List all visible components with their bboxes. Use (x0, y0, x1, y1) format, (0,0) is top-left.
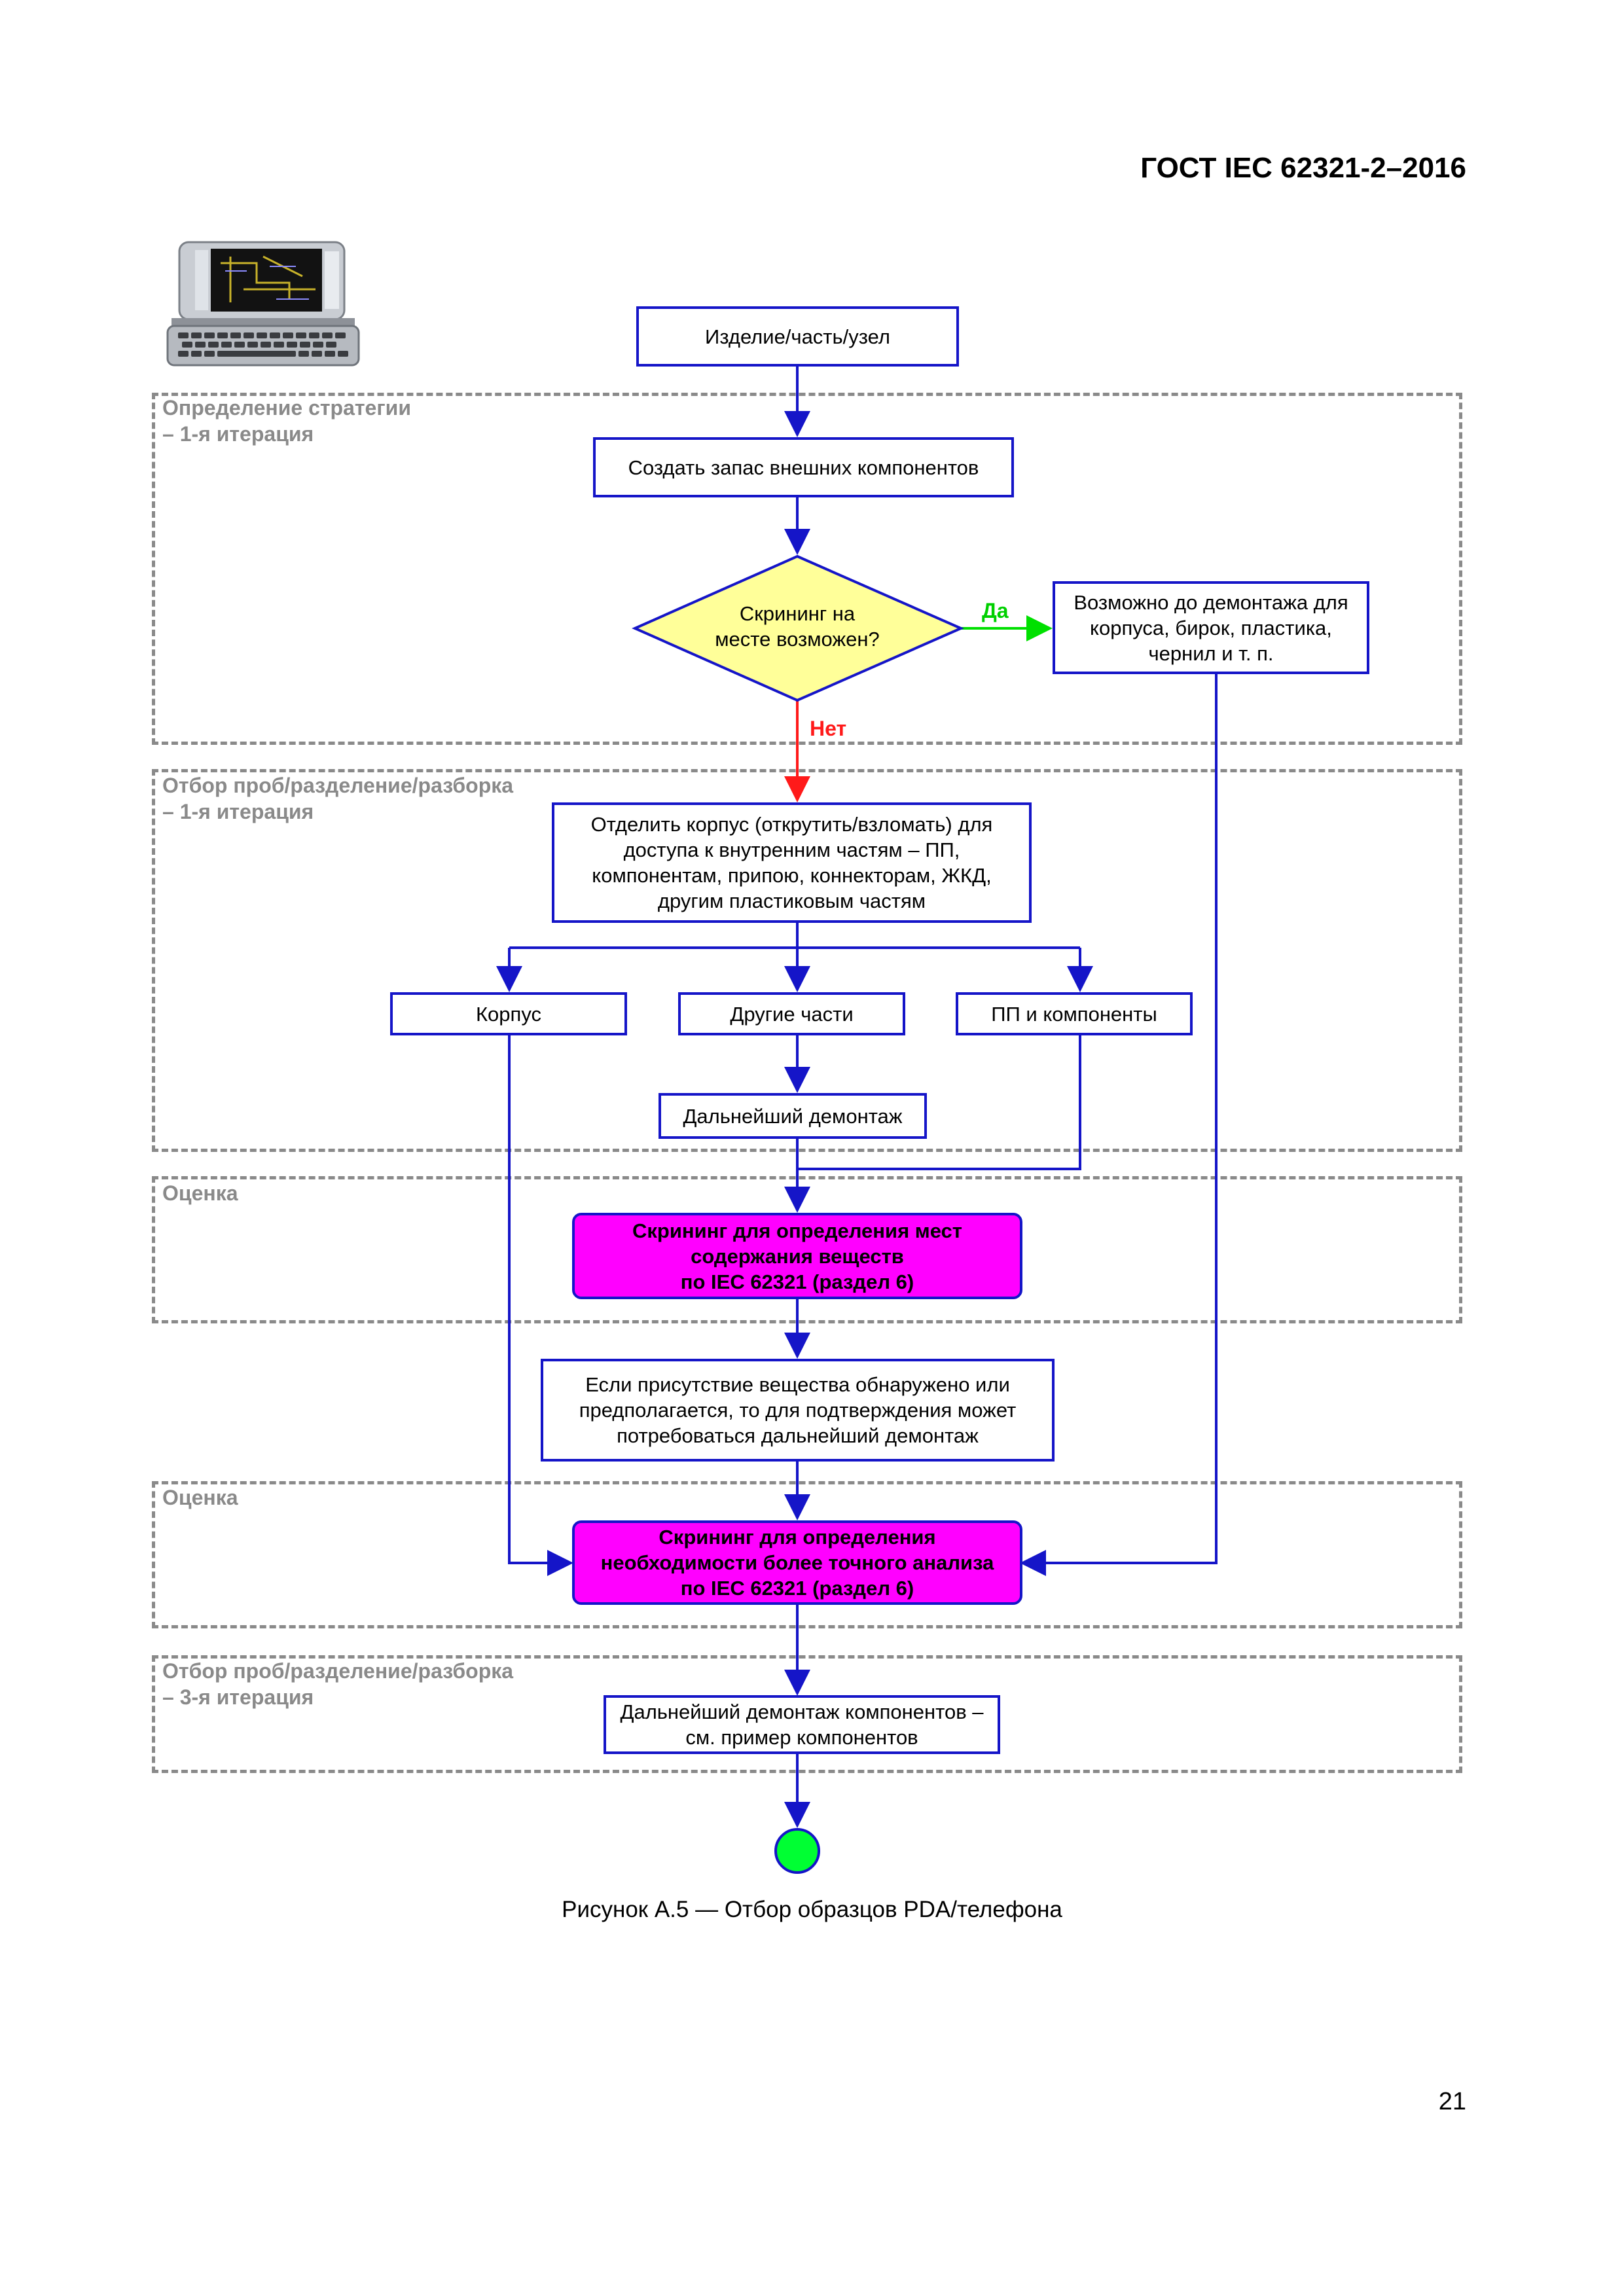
line-pcb-merge (797, 1035, 1081, 1170)
node-substance-presence: Если присутствие вещества обнаружено или… (541, 1359, 1055, 1462)
pda-phone-image (166, 241, 360, 367)
region-assessment-1 (152, 1176, 1462, 1323)
region-assessment-1-label: Оценка (162, 1181, 238, 1205)
region-strategy (152, 393, 1462, 745)
node-stock: Создать запас внешних компонентов (593, 437, 1014, 497)
arrow-housing-screen2 (508, 1035, 573, 1576)
node-other-parts: Другие части (678, 992, 905, 1035)
yes-label: Да (982, 599, 1009, 622)
end-node (774, 1828, 820, 1874)
figure-caption: Рисунок А.5 — Отбор образцов PDA/телефон… (562, 1897, 1062, 1922)
no-label: Нет (810, 717, 847, 740)
decision-diamond (632, 554, 964, 702)
arrow-possible-screen2 (1020, 674, 1218, 1576)
region-sampling-3-label: Отбор проб/разделение/разборка– 3-я итер… (162, 1659, 514, 1709)
region-sampling-1-label: Отбор проб/разделение/разборка– 1-я итер… (162, 774, 514, 823)
node-component-disassembly: Дальнейший демонтаж компонентов –см. при… (604, 1695, 1000, 1754)
node-pcb-components: ПП и компоненты (956, 992, 1193, 1035)
region-sampling-1 (152, 769, 1462, 1152)
region-strategy-label: Определение стратегии– 1-я итерация (162, 396, 412, 446)
node-product: Изделие/часть/узел (636, 306, 959, 367)
node-housing: Корпус (390, 992, 627, 1035)
region-sampling-3 (152, 1655, 1462, 1773)
node-separate-housing: Отделить корпус (открутить/взломать) для… (552, 802, 1032, 923)
region-assessment-2 (152, 1481, 1462, 1628)
region-assessment-2-label: Оценка (162, 1486, 238, 1509)
page-number: 21 (1438, 2088, 1466, 2115)
node-further-disassembly: Дальнейший демонтаж (659, 1093, 927, 1139)
document-id: ГОСТ IEC 62321-2–2016 (1140, 152, 1466, 184)
